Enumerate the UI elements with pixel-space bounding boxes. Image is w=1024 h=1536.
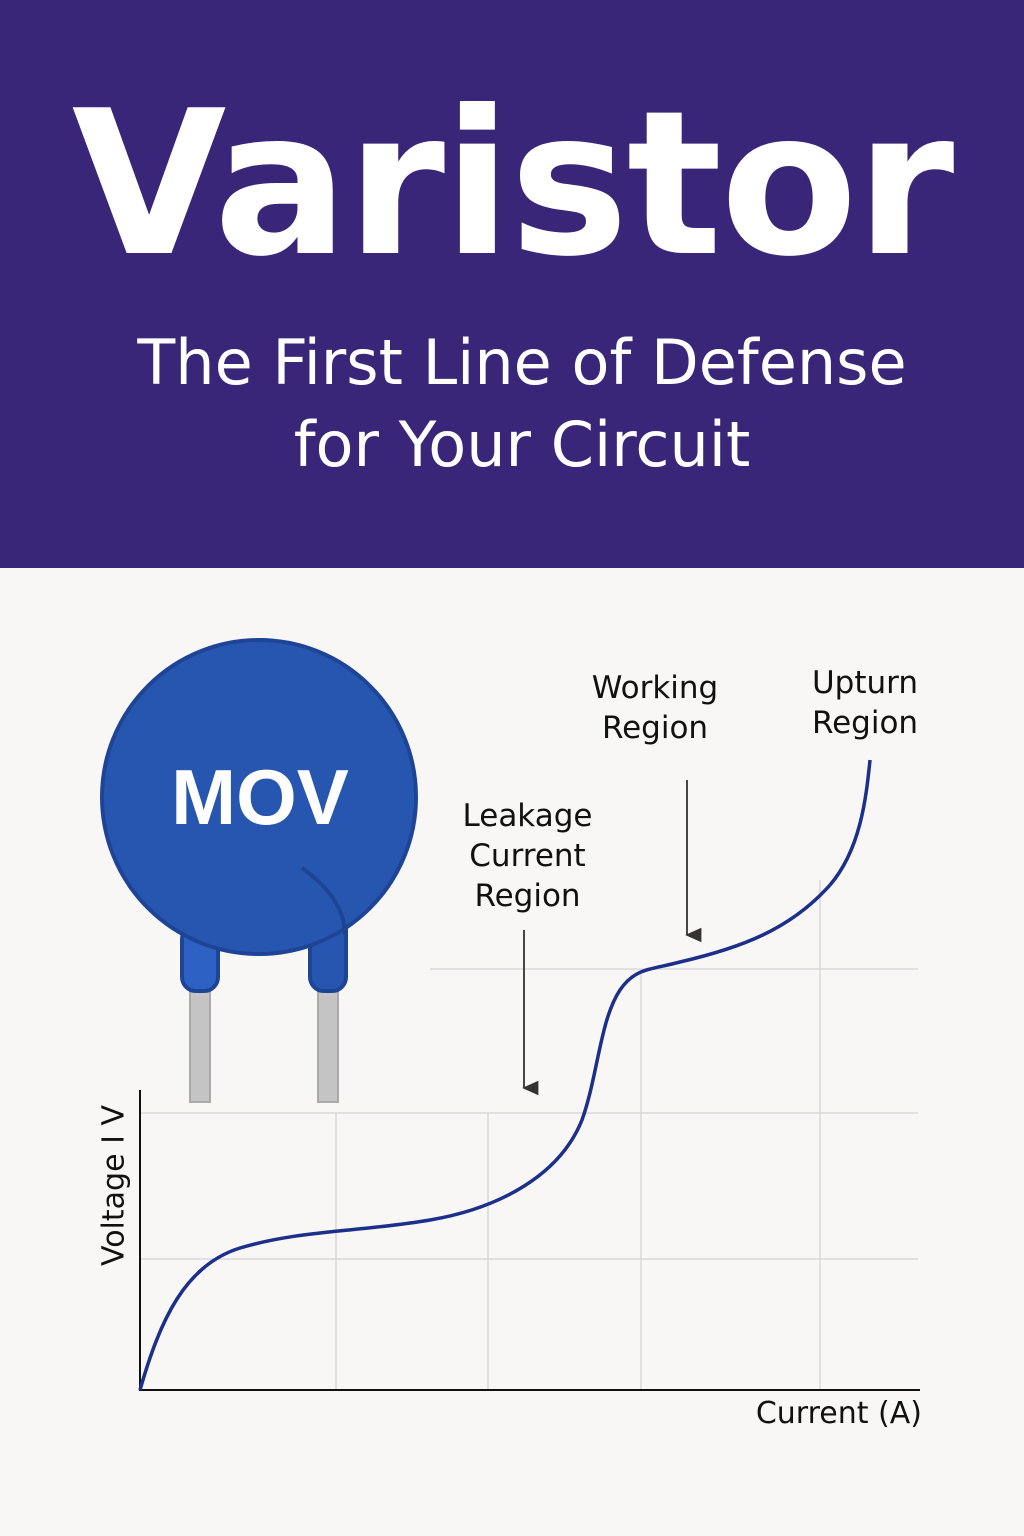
annotation-text: Leakage	[462, 798, 593, 834]
subtitle-line-1: The First Line of Defense	[137, 326, 907, 399]
mov-label: MOV	[171, 753, 349, 841]
annotation-text: Current	[469, 838, 586, 874]
mov-component-illustration	[100, 638, 418, 1103]
grid-lines	[140, 880, 918, 1390]
annotation-text: Region	[811, 705, 919, 741]
subtitle-line-2: for Your Circuit	[293, 408, 751, 481]
diagram-canvas	[100, 638, 920, 1391]
vi-curve	[138, 759, 872, 1391]
mov-coating-seam	[300, 866, 347, 936]
annotation-text: Region	[601, 710, 709, 746]
mov-lead-left	[189, 984, 211, 1103]
x-axis-label: Current (A)	[755, 1396, 922, 1431]
mov-lead-right	[317, 984, 339, 1103]
annotation-text: Working	[591, 670, 719, 706]
annotation-working-region: Working Region	[570, 668, 740, 748]
mov-disc	[100, 638, 418, 956]
annotation-text: Upturn	[811, 665, 919, 701]
annotation-upturn-region: Upturn Region	[790, 663, 940, 743]
header-banner: Varistor The First Line of Defense for Y…	[0, 0, 1024, 568]
annotation-text: Region	[474, 878, 581, 914]
y-axis-label: Voltage I V	[96, 1105, 132, 1266]
subtitle: The First Line of Defense for Your Circu…	[0, 322, 1024, 486]
annotation-leakage-region: Leakage Current Region	[440, 796, 615, 916]
page-title: Varistor	[71, 68, 955, 301]
